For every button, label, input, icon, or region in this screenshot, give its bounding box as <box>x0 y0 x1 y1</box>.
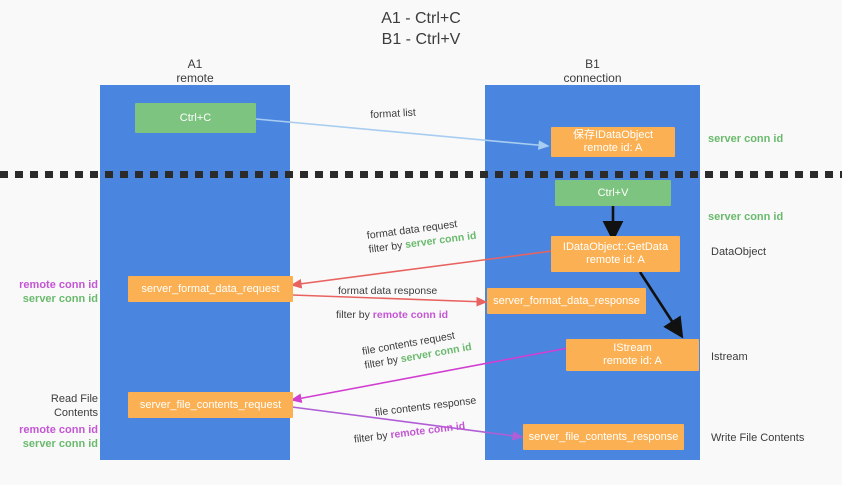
node-istream[interactable]: IStream remote id: A <box>566 339 699 371</box>
right-annotation-server-conn-id-top: server conn id <box>708 133 784 145</box>
filter-value-remote-conn-id: remote conn id <box>389 420 466 442</box>
node-save-idataobject[interactable]: 保存IDataObject remote id: A <box>551 127 675 157</box>
right-annotation-write-file-contents: Write File Contents <box>711 432 805 444</box>
left-annotation-read-file-contents: Read File Contents <box>50 393 98 419</box>
flow-label-format-list: format list <box>370 106 417 121</box>
flow-label-file-contents-response-group: file contents response filter by remote … <box>353 394 480 446</box>
right-annotation-dataobject: DataObject <box>711 246 767 258</box>
flow-label-format-data-response: format data response <box>338 285 438 297</box>
node-server-file-contents-request[interactable]: server_file_contents_request <box>128 392 293 418</box>
left-annotation-file-group: Read File Contents remote conn id server… <box>4 392 98 451</box>
right-annotation-istream: Istream <box>711 351 748 363</box>
phase-separator-line <box>0 171 842 178</box>
flow-label-file-contents-request-group: file contents request filter by server c… <box>361 326 473 372</box>
node-ctrl-v[interactable]: Ctrl+V <box>555 180 671 206</box>
filter-prefix: filter by <box>353 429 392 446</box>
right-annotation-server-conn-id-mid: server conn id <box>708 211 784 223</box>
lane-header-a1: A1 remote <box>176 57 214 85</box>
node-server-format-data-response[interactable]: server_format_data_response <box>487 288 646 314</box>
node-ctrl-c[interactable]: Ctrl+C <box>135 103 256 133</box>
lane-header-b1: B1 connection <box>563 57 622 85</box>
flow-label-file-contents-response-filter: filter by remote conn id <box>353 417 480 446</box>
left-annotation-remote-conn-id: remote conn id <box>19 279 98 291</box>
flow-label-format-data-request-group: format data request filter by server con… <box>366 215 477 257</box>
node-idataobject-getdata[interactable]: IDataObject::GetData remote id: A <box>551 236 680 272</box>
filter-prefix: filter by <box>367 239 406 256</box>
left-annotation-file-remote-conn-id: remote conn id <box>19 424 98 436</box>
node-server-format-data-request[interactable]: server_format_data_request <box>128 276 293 302</box>
flow-label-format-data-response-group: format data response filter by remote co… <box>336 284 448 322</box>
filter-prefix: filter by <box>336 309 373 321</box>
flow-label-format-data-response-filter: filter by remote conn id <box>336 308 448 322</box>
left-annotation-server-conn-id: server conn id <box>22 293 98 305</box>
node-server-file-contents-response[interactable]: server_file_contents_response <box>523 424 684 450</box>
filter-value-remote-conn-id: remote conn id <box>372 309 449 321</box>
flow-label-file-contents-response: file contents response <box>374 394 477 419</box>
left-annotation-format-conn-ids: remote conn id server conn id <box>10 278 98 306</box>
page-title: A1 - Ctrl+C B1 - Ctrl+V <box>381 10 461 48</box>
left-annotation-file-server-conn-id: server conn id <box>22 438 98 450</box>
